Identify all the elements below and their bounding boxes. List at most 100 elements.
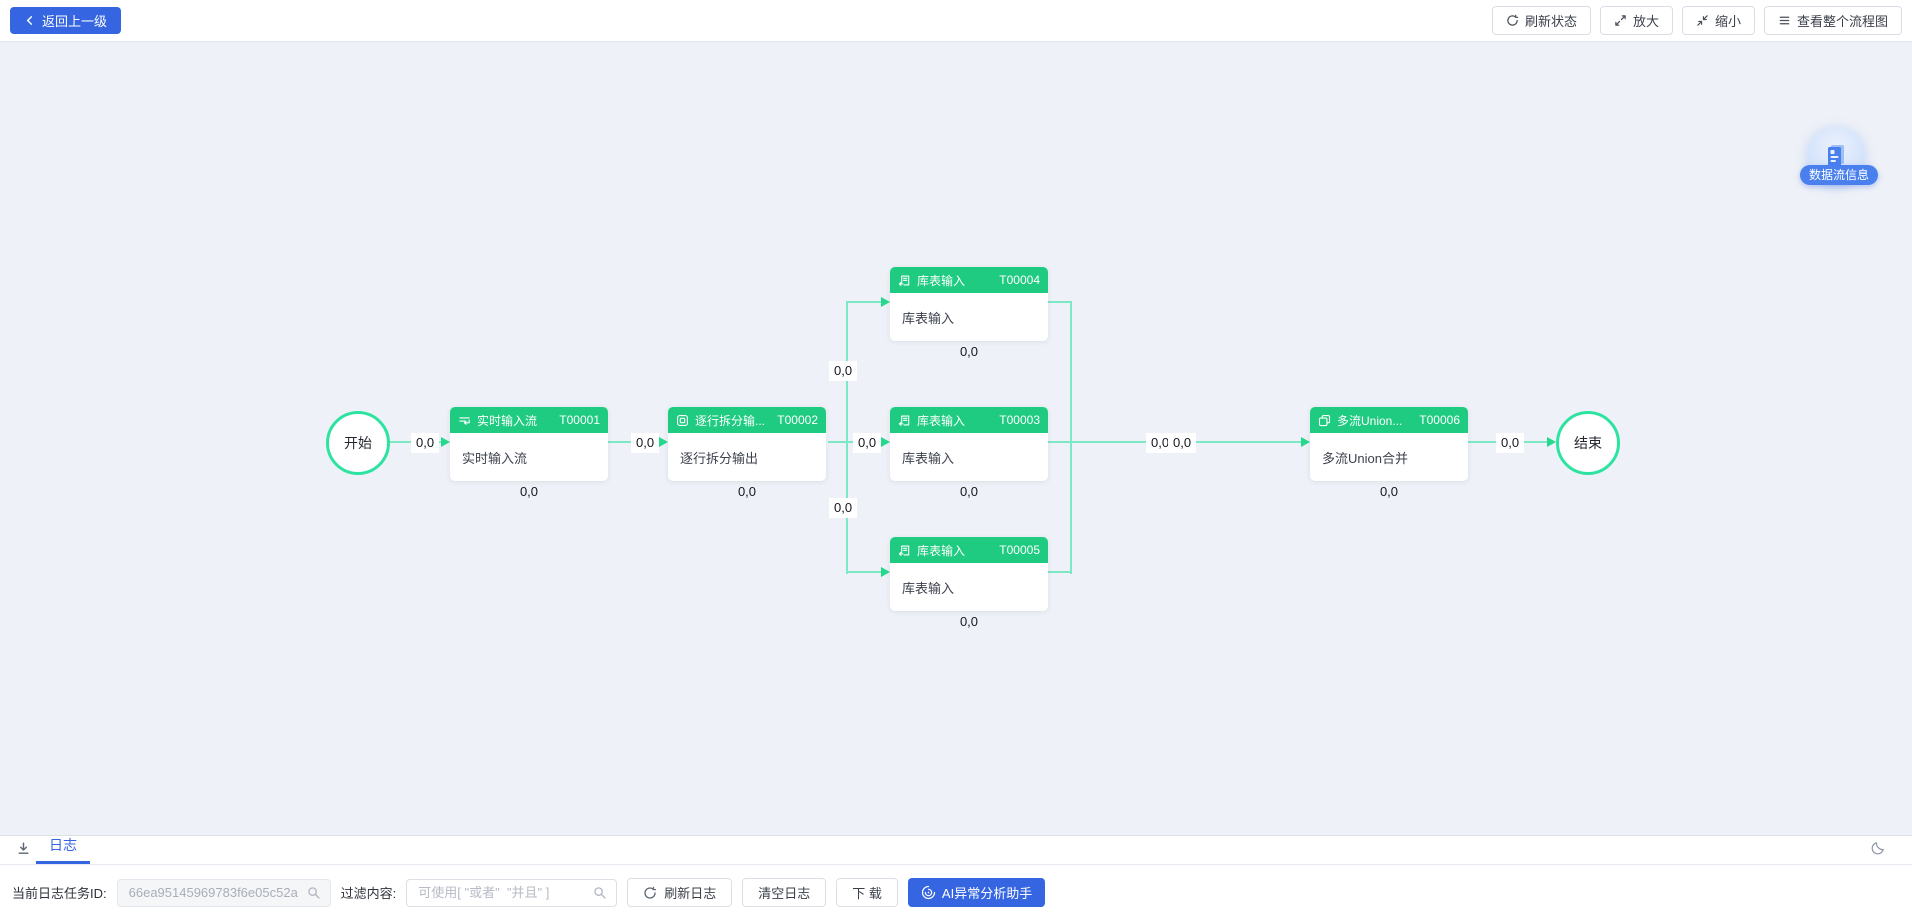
download-button[interactable]: 下 载	[836, 878, 898, 907]
union-icon	[1318, 414, 1331, 426]
node-id: T00003	[999, 413, 1040, 427]
back-button[interactable]: 返回上一级	[10, 7, 122, 34]
edge-line	[1048, 571, 1072, 573]
log-tab-row: 日志	[0, 836, 1912, 865]
clear-log-button[interactable]: 清空日志	[742, 878, 827, 907]
node-body-label: 库表输入	[902, 310, 955, 326]
edge-count-label: 0,0	[1168, 433, 1197, 453]
download-log-icon[interactable]	[16, 841, 31, 861]
table-input-icon	[898, 414, 910, 426]
search-icon[interactable]	[593, 886, 607, 900]
download-label: 下 载	[852, 886, 882, 901]
ai-analysis-label: AI异常分析助手	[941, 886, 1033, 901]
node-title: 库表输入	[917, 273, 966, 288]
zoom-out-button[interactable]: 缩小	[1681, 6, 1755, 35]
flow-node-t00003[interactable]: 库表输入 T00003 库表输入 0,0	[890, 407, 1048, 499]
ai-analysis-button[interactable]: AI异常分析助手	[907, 878, 1046, 907]
filter-input[interactable]	[416, 884, 588, 901]
node-id: T00004	[999, 273, 1040, 287]
node-body-label: 多流Union合并	[1322, 450, 1408, 466]
tab-log[interactable]: 日志	[36, 835, 90, 864]
refresh-icon	[644, 886, 657, 899]
refresh-status-label: 刷新状态	[1524, 14, 1577, 29]
refresh-log-label: 刷新日志	[664, 886, 717, 901]
refresh-log-button[interactable]: 刷新日志	[627, 878, 733, 907]
node-title: 库表输入	[917, 543, 966, 558]
node-count-label: 0,0	[737, 484, 757, 499]
flow-canvas[interactable]: 0,0 0,0 0,0 0,0 0,0 0,0 0,0 0,0 开始 结束 实时…	[0, 43, 1912, 835]
expand-icon	[1615, 15, 1626, 26]
back-button-label: 返回上一级	[42, 14, 108, 29]
chevron-left-icon	[26, 16, 33, 25]
edge-line	[847, 571, 881, 573]
edge-arrow-icon	[881, 297, 890, 307]
edge-line	[1048, 301, 1072, 303]
node-title: 逐行拆分输...	[695, 413, 766, 428]
document-icon	[1828, 145, 1844, 166]
flow-node-t00006[interactable]: 多流Union... T00006 多流Union合并 0,0	[1310, 407, 1468, 499]
table-input-icon	[898, 274, 910, 286]
node-body-label: 实时输入流	[462, 450, 528, 466]
edge-arrow-icon	[441, 437, 450, 447]
end-node[interactable]: 结束	[1556, 411, 1620, 475]
flow-node-t00002[interactable]: 逐行拆分输... T00002 逐行拆分输出 0,0	[668, 407, 826, 499]
log-panel: 日志 当前日志任务ID: 过滤内容:	[0, 835, 1912, 920]
edge-line	[600, 441, 659, 443]
node-id: T00001	[559, 413, 600, 427]
edge-count-label: 0,0	[411, 433, 440, 453]
node-body-label: 库表输入	[902, 580, 955, 596]
task-id-input[interactable]	[126, 884, 301, 901]
table-input-icon	[898, 544, 910, 556]
filter-label: 过滤内容:	[340, 886, 397, 901]
node-header: 多流Union... T00006	[1310, 407, 1468, 433]
edge-count-label: 0,0	[829, 361, 858, 381]
edge-arrow-icon	[881, 567, 890, 577]
task-id-label: 当前日志任务ID:	[12, 886, 107, 901]
flow-node-t00001[interactable]: 实时输入流 T00001 实时输入流 0,0	[450, 407, 608, 499]
clear-log-label: 清空日志	[758, 886, 811, 901]
log-controls-row: 当前日志任务ID: 过滤内容: 刷新日志 清空日志	[0, 865, 1912, 920]
collapse-icon	[1697, 15, 1708, 26]
node-count-label: 0,0	[959, 344, 979, 359]
node-count-label: 0,0	[519, 484, 539, 499]
edge-count-label: 0,0	[829, 498, 858, 518]
edge-count-label: 0,0	[631, 433, 660, 453]
node-count-label: 0,0	[959, 614, 979, 629]
node-title: 库表输入	[917, 413, 966, 428]
list-icon	[1779, 16, 1790, 25]
edge-line	[1070, 301, 1072, 574]
refresh-status-button[interactable]: 刷新状态	[1491, 6, 1591, 35]
node-id: T00002	[777, 413, 818, 427]
zoom-in-button[interactable]: 放大	[1599, 6, 1673, 35]
zoom-out-label: 缩小	[1714, 14, 1741, 29]
flow-node-t00005[interactable]: 库表输入 T00005 库表输入 0,0	[890, 537, 1048, 629]
edge-arrow-icon	[1301, 437, 1310, 447]
end-node-label: 结束	[1574, 435, 1602, 451]
zoom-in-label: 放大	[1632, 14, 1659, 29]
start-node-label: 开始	[344, 435, 372, 451]
node-title: 实时输入流	[477, 413, 538, 428]
node-header: 实时输入流 T00001	[450, 407, 608, 433]
flow-node-t00004[interactable]: 库表输入 T00004 库表输入 0,0	[890, 267, 1048, 359]
task-id-field	[116, 878, 331, 907]
view-full-flow-button[interactable]: 查看整个流程图	[1763, 6, 1902, 35]
search-icon[interactable]	[307, 886, 321, 900]
node-body-label: 库表输入	[902, 450, 955, 466]
dataflow-info-label: 数据流信息	[1800, 165, 1879, 185]
node-id: T00005	[999, 543, 1040, 557]
row-split-icon	[677, 414, 688, 426]
node-header: 库表输入 T00004	[890, 267, 1048, 293]
node-id: T00006	[1419, 413, 1460, 427]
top-toolbar: 返回上一级 刷新状态 放大	[0, 0, 1912, 42]
node-header: 逐行拆分输... T00002	[668, 407, 826, 433]
dark-mode-moon-icon[interactable]	[1870, 840, 1886, 861]
edge-arrow-icon	[1547, 437, 1556, 447]
edge-count-label: 0,0	[853, 433, 882, 453]
view-full-flow-label: 查看整个流程图	[1796, 14, 1888, 29]
ai-swirl-icon	[921, 885, 936, 900]
edge-count-label: 0,0	[1496, 433, 1525, 453]
edge-line	[847, 301, 881, 303]
edge-arrow-icon	[659, 437, 668, 447]
start-node[interactable]: 开始	[326, 411, 390, 475]
edge-count-label: 0,0	[1146, 433, 1175, 453]
